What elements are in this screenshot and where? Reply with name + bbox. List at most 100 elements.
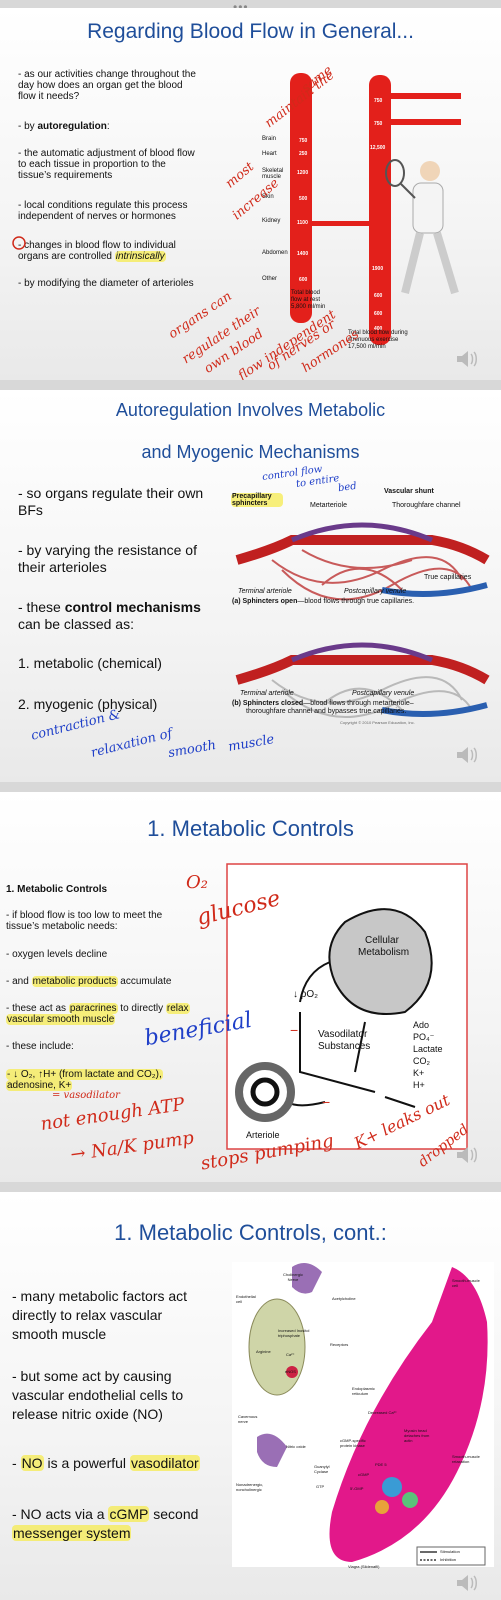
bullet-text: flow it needs?: [18, 91, 80, 102]
rest-vessel: [290, 73, 312, 323]
substance-label: Ado: [413, 1020, 430, 1030]
bullet-text: - these include:: [6, 1041, 74, 1052]
capillary-bed-figure: [235, 522, 490, 718]
pathway-label: PDE 5: [375, 1462, 387, 1467]
rest-value: 250: [299, 151, 308, 157]
bullet-text: second: [149, 1506, 199, 1522]
bullet-text: - oxygen levels decline: [6, 949, 108, 960]
smooth-muscle-cell: [329, 1267, 488, 1562]
diagram-label: Cellular: [365, 935, 399, 946]
bullet-text: accumulate: [117, 976, 172, 987]
handwritten-note: most: [222, 159, 258, 192]
pathway-label: Myosin head detaches from actin: [404, 1428, 430, 1443]
copyright: Copyright © 2010 Pearson Education, Inc.: [340, 720, 415, 725]
speaker-icon[interactable]: [455, 348, 481, 370]
vessel-bar: [312, 221, 370, 226]
substance-label: Lactate: [413, 1044, 443, 1054]
speaker-icon[interactable]: [455, 1144, 481, 1166]
handwritten-note: = vasodilator: [52, 1090, 120, 1101]
circle-annotation-icon: [12, 236, 26, 250]
exercise-value: 750: [374, 121, 383, 127]
figure-label: Terminal arteriole: [238, 588, 292, 595]
vessel-bar: [391, 119, 461, 125]
slide-4-title: 1. Metabolic Controls, cont.:: [114, 1220, 387, 1245]
figure-label: Precapillary sphincters: [231, 493, 283, 507]
pathway-label: Cavernous nerve: [238, 1414, 258, 1424]
caption-text: —blood flows through true capillaries.: [297, 598, 415, 605]
diagram-label: Vasodilator: [318, 1029, 368, 1040]
pathway-label: Increased Inositol triphosphate: [278, 1328, 310, 1338]
highlighted-word: intrinsically: [114, 251, 166, 262]
slide-1-title: Regarding Blood Flow in General...: [87, 20, 414, 43]
figure-caption: (b) Sphincters closed—blood flows throug…: [232, 700, 414, 707]
cell-blob: [328, 908, 433, 1015]
highlighted-word: cGMP: [108, 1506, 150, 1522]
highlighted-word: messenger system: [12, 1525, 132, 1541]
exercise-value: 600: [374, 311, 383, 317]
figure-label: Vascular shunt: [384, 488, 434, 495]
slide-4: 1. Metabolic Controls, cont.: - many met…: [0, 1192, 501, 1600]
speaker-icon[interactable]: [455, 744, 481, 766]
bullet-autoregulation: - by autoregulation:: [18, 121, 110, 132]
bullet-text: :: [106, 121, 110, 132]
bullet-line: - ↓ O₂, ↑H+ (from lactate and CO₂),: [6, 1069, 163, 1080]
rest-value: 1200: [297, 170, 309, 176]
pathway-label: Nonadrenergic, noncholinergic: [236, 1482, 264, 1492]
rest-value: 600: [299, 277, 308, 283]
figure-label: Terminal arteriole: [240, 690, 294, 697]
figure-label: Thoroughfare channel: [392, 502, 461, 509]
vessel-bar: [391, 93, 461, 99]
bullet-text: BFs: [18, 502, 43, 518]
highlighted-word: adenosine, K+: [6, 1080, 73, 1091]
exercise-value: 600: [374, 293, 383, 299]
substance-label: H+: [413, 1080, 425, 1090]
bullet-text: smooth muscle: [12, 1326, 107, 1342]
exercise-value: 1900: [372, 266, 384, 272]
organ-label: Abdomen: [262, 250, 288, 256]
bullet-text: independent of nerves or hormones: [18, 211, 176, 222]
bullet-text: to each tissue in proportion to the: [18, 159, 166, 170]
bullet-text: vascular endothelial cells to: [12, 1387, 184, 1403]
rest-total-label: flow at rest: [291, 297, 321, 303]
caption-bold: (b) Sphincters closed: [232, 700, 304, 707]
rest-value: 1400: [297, 251, 309, 257]
rest-value: 500: [299, 196, 308, 202]
diagram-label: Metabolism: [358, 947, 410, 958]
rest-value: 1100: [297, 220, 308, 226]
pathway-label: Acetylcholine: [332, 1296, 356, 1301]
bullet-text: - if blood flow is too low to meet the: [6, 910, 163, 921]
pathway-label: GTP: [316, 1484, 325, 1489]
figure-label: True capillaries: [424, 574, 472, 581]
exercise-value: 12,500: [370, 145, 386, 151]
bullet-line: adenosine, K+: [6, 1080, 73, 1091]
slide-2-title-line1: Autoregulation Involves Metabolic: [115, 400, 386, 420]
bullet-text: - changes in blood flow to individual: [18, 240, 176, 251]
exercise-vessel: [369, 75, 391, 345]
speaker-icon[interactable]: [455, 1572, 481, 1594]
highlighted-word: NO: [20, 1455, 44, 1471]
pathway-label: cGMP-specific protein kinase: [340, 1438, 366, 1448]
pathway-label: Smooth-muscle cell: [452, 1278, 480, 1288]
bullet-text: organs are controlled: [18, 251, 115, 262]
bullet-text: -: [12, 1455, 21, 1471]
bullet-text: - as our activities change throughout th…: [18, 69, 196, 80]
handwritten-note: O₂: [186, 872, 208, 893]
highlighted-word: - ↓ O₂, ↑H+ (from lactate and CO₂),: [6, 1069, 163, 1080]
diagram-label: −: [322, 1094, 331, 1110]
bullet-text: their arterioles: [18, 559, 107, 575]
bullet-text: - many metabolic factors act: [12, 1288, 188, 1304]
bullet-control: - these control mechanisms: [18, 598, 201, 616]
tennis-player-icon: [385, 159, 459, 295]
pathway-label: 5′-GMP: [350, 1486, 364, 1491]
substance-label: PO₄⁻: [413, 1032, 435, 1042]
exercise-total-label: 17,500 ml/min: [348, 344, 386, 350]
diagram-label: ↓ pO₂: [293, 989, 318, 1000]
organ-label: Skin: [262, 194, 274, 200]
slide-3: 1. Metabolic Controls 1. Metabolic Contr…: [0, 792, 501, 1182]
highlighted-word: relax: [165, 1003, 190, 1014]
highlighted-word: vascular smooth muscle: [6, 1014, 116, 1025]
organ-label: Skeletal muscle: [262, 168, 284, 180]
organ-label: Heart: [262, 151, 277, 157]
bullet-text: can be classed as:: [18, 616, 134, 632]
handwritten-note: smooth: [167, 737, 218, 762]
